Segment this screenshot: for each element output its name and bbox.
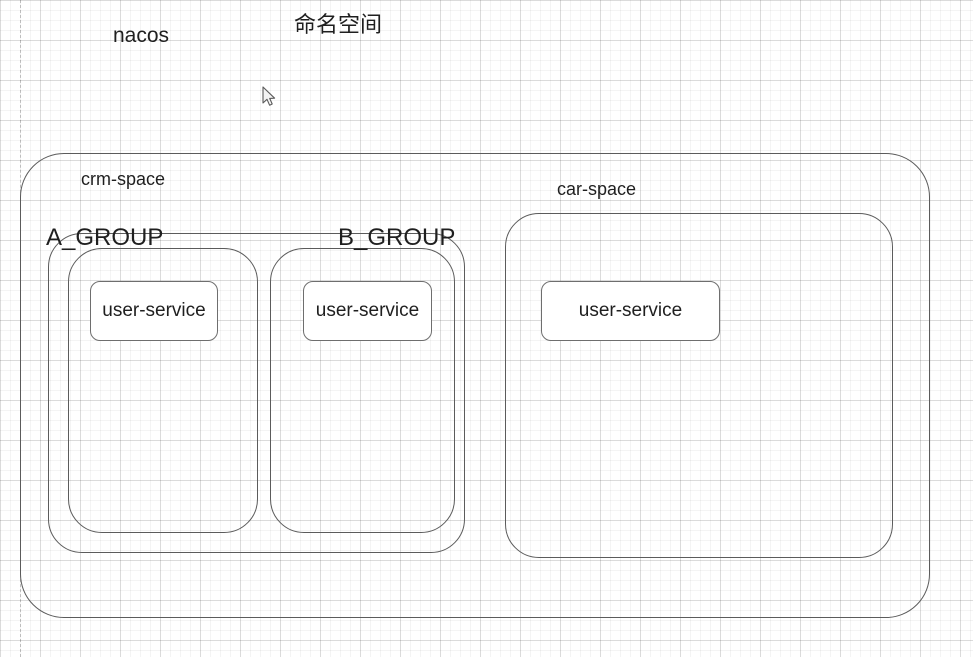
nacos-title: nacos: [113, 24, 170, 47]
user-service-node-a-group[interactable]: user-service: [90, 281, 218, 341]
crm-space-label: crm-space: [81, 169, 166, 189]
namespace-title-cjk: 命名空间: [294, 12, 383, 37]
car-space-box[interactable]: [505, 213, 893, 558]
outer-container[interactable]: [20, 153, 930, 618]
a-group-label: A_GROUP: [46, 224, 164, 251]
a-group-box[interactable]: [68, 248, 258, 533]
mouse-pointer-icon: [262, 86, 276, 106]
car-space-label: car-space: [557, 179, 637, 199]
user-service-node-car-space[interactable]: user-service: [541, 281, 720, 341]
crm-space-box[interactable]: [48, 233, 465, 553]
b-group-box[interactable]: [270, 248, 455, 533]
user-service-node-b-group[interactable]: user-service: [303, 281, 432, 341]
b-group-label: B_GROUP: [338, 224, 456, 251]
